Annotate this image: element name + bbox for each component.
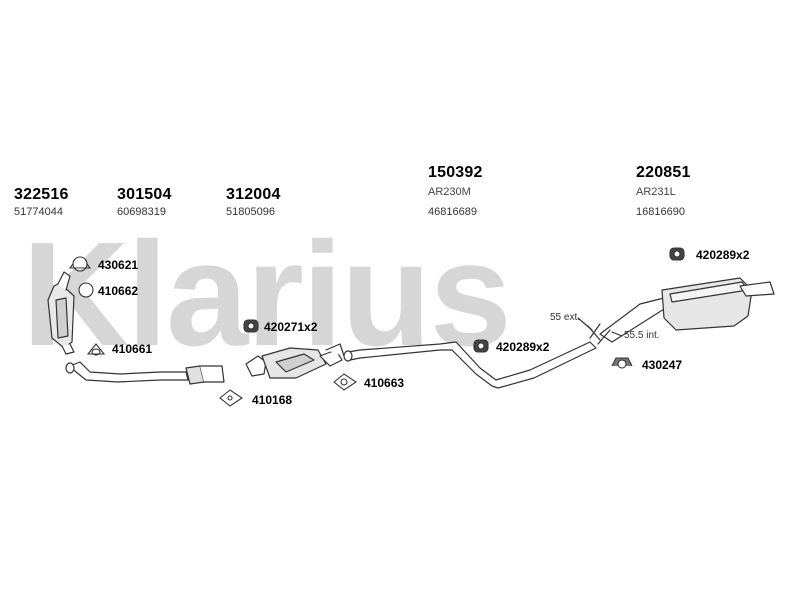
fitting-label-420289-b: 420289x2 — [696, 248, 750, 262]
fitting-label-420271: 420271x2 — [264, 320, 318, 334]
intermediate-pipe — [343, 341, 597, 389]
front-catalytic-converter — [47, 271, 75, 355]
gasket-icon-410663 — [333, 373, 357, 391]
part-number-301504: 301504 — [117, 186, 172, 203]
part-number-220851: 220851 — [636, 164, 691, 181]
rear-silencer — [599, 277, 775, 343]
fitting-label-430247: 430247 — [642, 358, 683, 372]
centre-catalytic-converter — [245, 343, 345, 379]
fitting-label-430621: 430621 — [98, 258, 139, 272]
part-ref-150392: 46816689 — [428, 206, 477, 218]
clamp-icon-430247 — [611, 357, 633, 369]
fitting-label-410168: 410168 — [252, 393, 293, 407]
brand-watermark: Klarius — [22, 212, 510, 377]
clamp-icon-430621 — [68, 256, 92, 272]
ring-icon-410662 — [78, 282, 94, 298]
fitting-label-410661: 410661 — [112, 342, 153, 356]
gasket-icon-410168 — [219, 389, 243, 407]
fitting-label-420289-a: 420289x2 — [496, 340, 550, 354]
fitting-label-410662: 410662 — [98, 284, 139, 298]
joint-markers — [577, 317, 623, 345]
part-ref-312004: 51805096 — [226, 206, 275, 218]
part-number-312004: 312004 — [226, 186, 281, 203]
fitting-label-410663: 410663 — [364, 376, 405, 390]
part-number-150392: 150392 — [428, 164, 483, 181]
part-ref-322516: 51774044 — [14, 206, 63, 218]
rubber-mount-icon-420289-b — [669, 247, 685, 261]
gasket-icon-410661 — [86, 343, 106, 356]
rubber-mount-icon-420271 — [243, 319, 259, 333]
part-number-322516: 322516 — [14, 186, 69, 203]
part-ref-220851: 16816690 — [636, 206, 685, 218]
rubber-mount-icon-420289-a — [473, 339, 489, 353]
part-ref-301504: 60698319 — [117, 206, 166, 218]
front-pipe — [65, 361, 225, 385]
note-55-ext: 55 ext. — [550, 312, 581, 323]
note-55-5-int: 55.5 int. — [624, 330, 660, 341]
part-tag-220851: AR231L — [636, 186, 676, 198]
part-tag-150392: AR230M — [428, 186, 471, 198]
